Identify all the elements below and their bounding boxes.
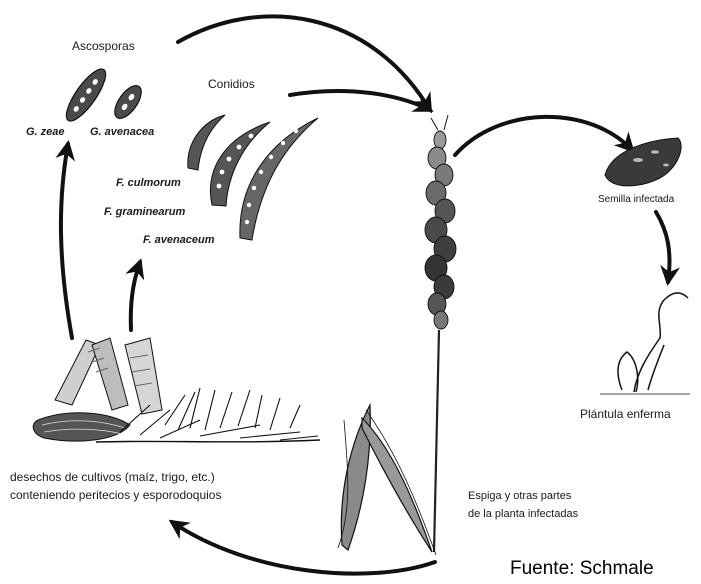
plantula-label: Plántula enferma xyxy=(580,408,671,422)
espiga-label-line1: Espiga y otras partes xyxy=(468,490,571,503)
desechos-label-line1: desechos de cultivos (maíz, trigo, etc.) xyxy=(10,471,215,485)
arrow-debris-to-conidia xyxy=(131,262,140,330)
g-zeae-label: G. zeae xyxy=(26,126,65,139)
arrow-debris-to-ascospores xyxy=(61,144,72,338)
desechos-label-line2: conteniendo peritecios y esporodoquios xyxy=(10,489,221,503)
conidios-label: Conidios xyxy=(208,78,255,92)
conidium-icon xyxy=(188,115,318,240)
source-credit: Fuente: Schmale xyxy=(510,558,654,580)
arrow-spike-to-debris xyxy=(172,522,435,574)
diseased-seedling-icon xyxy=(600,293,690,394)
wheat-spike-icon xyxy=(425,115,456,552)
arrow-conidia-to-spike xyxy=(290,91,430,110)
ascosporas-label: Ascosporas xyxy=(72,40,135,54)
arrow-seed-to-seedling xyxy=(656,212,670,282)
f-culmorum-label: F. culmorum xyxy=(116,177,181,190)
espiga-label-line2: de la planta infectadas xyxy=(468,508,578,521)
infected-seed-icon xyxy=(605,138,681,186)
ascospore-icon xyxy=(60,64,146,126)
leaf-icon xyxy=(338,405,436,555)
crop-debris-icon xyxy=(33,338,320,442)
semilla-label: Semilla infectada xyxy=(598,194,674,206)
f-graminearum-label: F. graminearum xyxy=(104,206,185,219)
arrow-spike-to-seed xyxy=(455,117,632,155)
f-avenaceum-label: F. avenaceum xyxy=(143,234,215,247)
g-avenacea-label: G. avenacea xyxy=(90,126,154,139)
